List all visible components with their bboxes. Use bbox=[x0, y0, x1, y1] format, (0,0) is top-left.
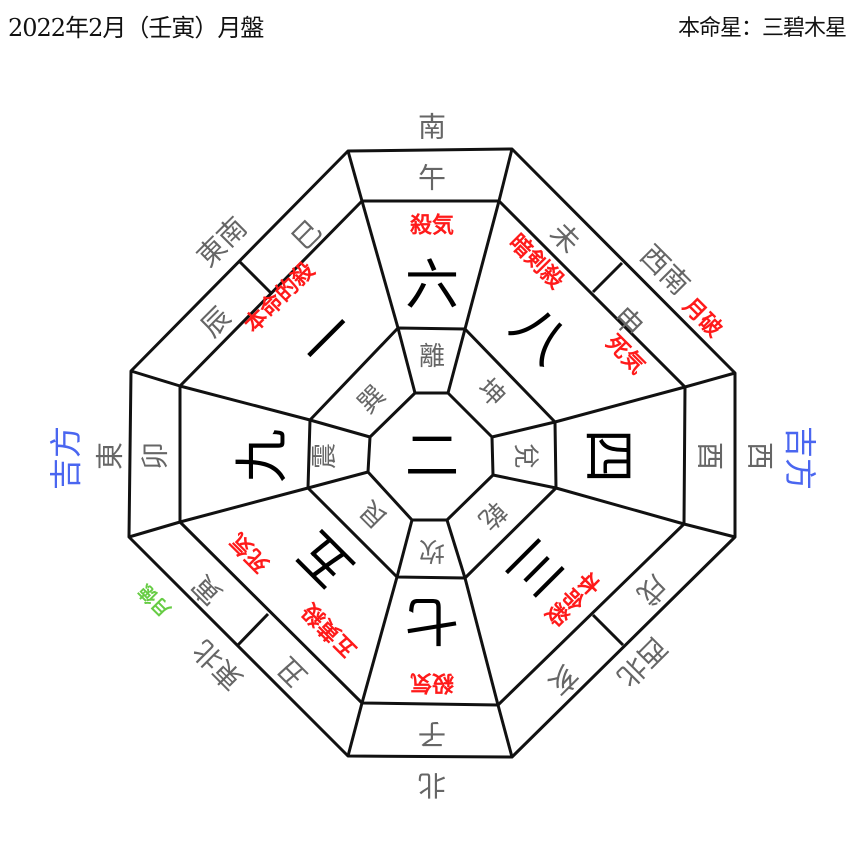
radial-divider bbox=[684, 371, 736, 389]
trigram-label: 坎 bbox=[419, 535, 445, 565]
radial-divider bbox=[179, 384, 311, 422]
branch-label: 巳 bbox=[285, 213, 328, 256]
branch-label: 丑 bbox=[270, 650, 313, 693]
star-number: 六 bbox=[405, 254, 459, 317]
honmei-star: 本命星：三碧木星 bbox=[677, 16, 847, 41]
radial-divider bbox=[346, 150, 364, 202]
direction-south: 南 bbox=[418, 111, 446, 144]
branch-divider bbox=[591, 261, 624, 294]
radial-divider bbox=[683, 522, 736, 539]
radial-divider bbox=[360, 576, 399, 704]
mark-label: 死気 bbox=[225, 528, 275, 578]
chart-title: 2022年2月（壬寅）月盤 bbox=[8, 14, 264, 42]
direction-west: 西 bbox=[744, 442, 777, 470]
branch-label: 酉 bbox=[694, 442, 727, 470]
branch-divider bbox=[591, 613, 625, 647]
radial-divider bbox=[554, 385, 686, 424]
radial-divider bbox=[463, 200, 501, 330]
mark-label: 死気 bbox=[601, 330, 651, 380]
direction-north: 北 bbox=[418, 769, 446, 802]
branch-divider bbox=[238, 260, 273, 295]
radial-divider bbox=[491, 420, 556, 439]
trigram-label: 巽 bbox=[352, 380, 392, 420]
direction-east: 東 bbox=[94, 442, 127, 470]
radial-divider bbox=[128, 520, 181, 539]
lucky-direction-east: 吉方 bbox=[47, 426, 85, 490]
radial-divider bbox=[346, 702, 364, 757]
mark-label: 月破 bbox=[677, 292, 727, 342]
branch-label: 子 bbox=[418, 718, 446, 751]
trigram-label: 離 bbox=[419, 342, 445, 372]
radial-divider bbox=[360, 200, 400, 329]
lucky-direction-west: 吉方 bbox=[781, 426, 819, 490]
radial-divider bbox=[395, 519, 414, 578]
star-number: 八 bbox=[499, 294, 582, 377]
mark-label: 五黄殺 bbox=[296, 597, 362, 663]
radial-divider bbox=[446, 328, 467, 394]
star-number: 四 bbox=[577, 429, 640, 483]
radial-divider bbox=[307, 470, 369, 490]
branch-label: 亥 bbox=[541, 658, 584, 701]
mark-label: 殺気 bbox=[410, 670, 454, 696]
mark-label: 月徳 bbox=[134, 580, 176, 622]
radial-divider bbox=[179, 486, 309, 524]
radial-divider bbox=[555, 486, 685, 526]
radial-divider bbox=[130, 369, 181, 388]
branch-label: 午 bbox=[418, 162, 446, 195]
mark-label: 殺気 bbox=[410, 213, 454, 239]
radial-divider bbox=[309, 418, 371, 439]
direction-southwest: 西南 bbox=[634, 239, 697, 302]
board-labels: 二南午殺気六離西南月破未申暗剣殺死気八坤吉方西酉四兌西北戌亥本命殺三乾北子殺気七… bbox=[47, 111, 819, 802]
board-lines bbox=[127, 147, 737, 759]
radial-divider bbox=[496, 704, 514, 758]
trigram-label: 坤 bbox=[471, 373, 511, 413]
branch-label: 寅 bbox=[185, 568, 228, 611]
star-number: 七 bbox=[405, 589, 459, 652]
trigram-label: 乾 bbox=[472, 495, 512, 535]
star-number: 五 bbox=[284, 519, 367, 602]
trigram-label: 艮 bbox=[354, 494, 394, 534]
radial-divider bbox=[396, 327, 417, 394]
branch-divider bbox=[235, 612, 270, 648]
star-number: 九 bbox=[231, 429, 294, 483]
trigram-label: 兌 bbox=[510, 443, 540, 469]
radial-divider bbox=[445, 519, 467, 579]
branch-label: 卯 bbox=[139, 442, 172, 470]
center-star: 二 bbox=[405, 425, 459, 488]
radial-divider bbox=[497, 148, 514, 202]
trigram-label: 震 bbox=[310, 443, 340, 469]
radial-divider bbox=[463, 577, 500, 706]
radial-divider bbox=[492, 473, 557, 490]
branch-label: 辰 bbox=[194, 300, 237, 343]
